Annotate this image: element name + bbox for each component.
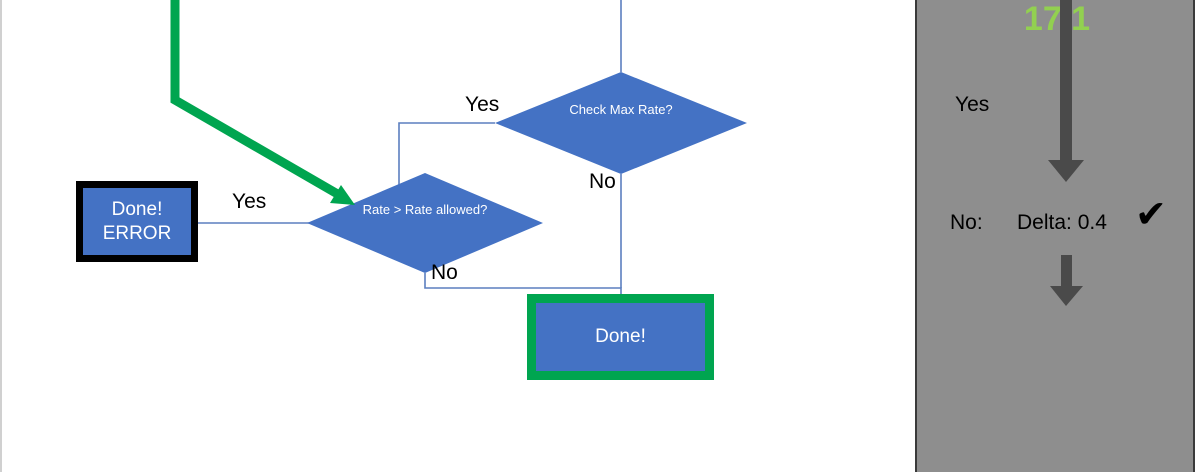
arrow-down-short-head [1050,286,1083,306]
connector-rate-no-to-done [424,273,622,294]
arrow-down-long-shaft [1060,0,1072,162]
flowchart-connectors [170,0,747,294]
result-panel: Yes No: Delta: 0.4 ✔ 17.1 [915,0,1195,472]
highlight-path-arrowhead [330,185,355,205]
edge-label-no-from-rate: No [431,261,458,284]
panel-no-label: No: [950,211,983,234]
arrow-down-long-head [1048,160,1084,182]
panel-yes-label: Yes [955,93,990,116]
result-panel-arrows [1048,0,1084,306]
decision-check-max-rate[interactable] [495,72,747,174]
node-done-error-line2: ERROR [102,222,172,244]
edge-label-yes-to-done-error: Yes [232,190,267,213]
node-done-error-line1: Done! [111,199,163,221]
node-done-success-label: Done! [595,326,646,348]
node-done-success[interactable]: Done! [527,294,714,380]
slide-left-edge-rule [0,0,2,472]
edge-label-no-from-check-max: No [589,170,616,193]
arrow-down-short-shaft [1061,255,1072,290]
panel-delta-value: Delta: 0.4 [1017,211,1107,234]
edge-label-yes-to-rate: Yes [465,93,500,116]
highlight-path-line [170,0,344,200]
node-done-error[interactable]: Done! ERROR [76,181,198,262]
decision-rate-gt-allowed[interactable] [307,173,543,273]
checkmark-icon: ✔ [1135,194,1167,236]
panel-result-value: 17.1 [1023,0,1091,38]
